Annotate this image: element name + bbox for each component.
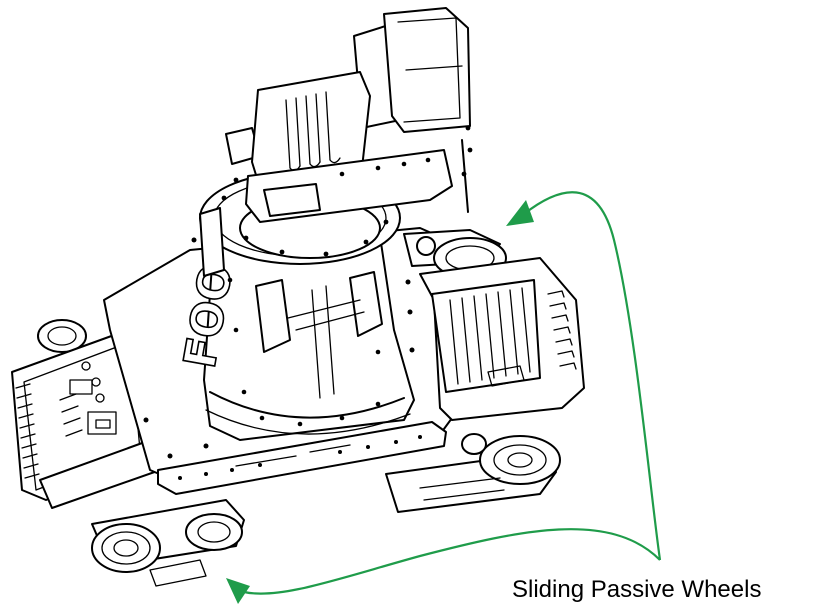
arrowhead-lower-icon: [226, 578, 250, 604]
annotation-arrows: [226, 191, 662, 604]
right-track-module: [403, 229, 585, 421]
arrowhead-upper-icon: [506, 200, 534, 226]
annotation-label: Sliding Passive Wheels: [512, 576, 762, 603]
passive-wheel-right-bottom: [385, 433, 561, 513]
pan-tilt-head: [245, 7, 473, 223]
arrow-to-upper-wheel: [523, 191, 662, 561]
passive-wheel-left-top: [37, 319, 87, 353]
arrow-to-lower-wheel: [243, 528, 661, 595]
passive-wheel-left-bottom: [91, 499, 245, 587]
